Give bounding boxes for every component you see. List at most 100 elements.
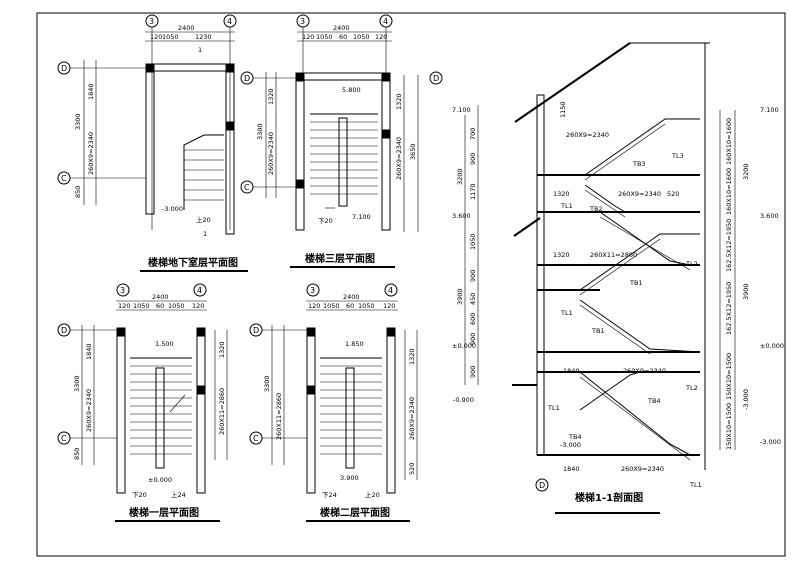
svg-text:C: C bbox=[244, 183, 250, 192]
svg-text:1320: 1320 bbox=[267, 88, 275, 105]
label-tb4-lower: TB4 bbox=[568, 433, 582, 441]
svg-text:600: 600 bbox=[469, 313, 477, 325]
sec-level-7100-right: 7.100 bbox=[760, 106, 779, 114]
svg-text:4: 4 bbox=[383, 17, 388, 26]
svg-text:D: D bbox=[244, 74, 250, 83]
svg-text:D: D bbox=[433, 74, 439, 83]
svg-text:700: 700 bbox=[469, 128, 477, 140]
svg-text:900: 900 bbox=[469, 153, 477, 165]
sec-level-3600-left: 3.600 bbox=[452, 212, 471, 220]
svg-text:120: 120 bbox=[302, 33, 314, 41]
svg-text:1840: 1840 bbox=[85, 343, 93, 360]
level-7100: 7.100 bbox=[352, 213, 371, 221]
svg-text:260X9=2340: 260X9=2340 bbox=[618, 190, 661, 198]
dim-1230: 1230 bbox=[195, 33, 212, 41]
label-down24: 下24 bbox=[322, 491, 337, 499]
svg-text:260X11=2860: 260X11=2860 bbox=[275, 393, 283, 440]
axis-label-4: 4 bbox=[227, 17, 232, 26]
svg-text:4: 4 bbox=[197, 286, 202, 295]
svg-text:900: 900 bbox=[469, 333, 477, 345]
title-third: 楼梯三层平面图 bbox=[305, 252, 375, 265]
axis-label-D: D bbox=[61, 64, 67, 73]
label-down20: 下20 bbox=[318, 217, 333, 225]
flight-dim-2860: 260X11=2860 bbox=[590, 251, 637, 259]
sec-level-0000-left: ±0.000 bbox=[452, 342, 476, 350]
first-floor-plan: 3 4 2400 120 1050 60 1050 120 1.500 ±0.0… bbox=[57, 283, 228, 522]
axis-label-3: 3 bbox=[149, 17, 154, 26]
svg-text:260X9=2340: 260X9=2340 bbox=[85, 389, 93, 432]
svg-text:120: 120 bbox=[118, 302, 130, 310]
svg-text:上20: 上20 bbox=[365, 490, 380, 499]
sec-dim-3900: 3900 bbox=[456, 288, 464, 305]
sec-dim-3000: -3.000 bbox=[742, 389, 750, 410]
svg-text:260X9=2340: 260X9=2340 bbox=[623, 367, 666, 375]
label-tl3: TL3 bbox=[671, 152, 684, 160]
svg-text:1320: 1320 bbox=[218, 341, 226, 358]
svg-text:C: C bbox=[253, 434, 259, 443]
svg-text:3: 3 bbox=[120, 286, 125, 295]
dim-520: 520 bbox=[408, 463, 416, 475]
svg-text:3: 3 bbox=[300, 17, 305, 26]
svg-text:1320: 1320 bbox=[553, 190, 570, 198]
svg-text:D: D bbox=[61, 326, 67, 335]
svg-text:260X9=2340: 260X9=2340 bbox=[395, 137, 403, 180]
dim-3300: 3300 bbox=[74, 113, 82, 130]
sec-dim-3200: 3200 bbox=[456, 168, 464, 185]
svg-text:850: 850 bbox=[73, 448, 81, 460]
riser-1950-b: 162.5X12=1950 bbox=[725, 282, 733, 335]
svg-text:1050: 1050 bbox=[469, 233, 477, 250]
svg-text:1050: 1050 bbox=[133, 302, 150, 310]
riser-1600-b: 160X10=1600 bbox=[725, 168, 733, 215]
svg-text:1840: 1840 bbox=[563, 465, 580, 473]
label-tb2: TB2 bbox=[589, 205, 603, 213]
svg-text:260X9=2340: 260X9=2340 bbox=[621, 465, 664, 473]
third-floor-plan: 3 4 2400 120 1050 60 1050 120 5.800 bbox=[240, 14, 443, 268]
sec-level-7100-left: 7.100 bbox=[452, 106, 471, 114]
title-section: 楼梯1-1剖面图 bbox=[575, 491, 643, 504]
svg-text:900: 900 bbox=[469, 270, 477, 282]
label-tl1-upper: TL1 bbox=[560, 202, 573, 210]
svg-text:1050: 1050 bbox=[358, 302, 375, 310]
section-mark-top: 1 bbox=[198, 46, 202, 54]
section-mark-bottom: 1 bbox=[203, 230, 207, 238]
second-floor-plan: 3 4 2400 120 1050 60 1050 120 1.850 3.90… bbox=[249, 283, 418, 522]
axis-label-C: C bbox=[61, 174, 67, 183]
svg-text:3900: 3900 bbox=[742, 283, 750, 300]
svg-text:1840: 1840 bbox=[563, 367, 580, 375]
svg-text:120: 120 bbox=[375, 33, 387, 41]
svg-text:3300: 3300 bbox=[263, 375, 271, 392]
label-up24: 上24 bbox=[171, 490, 186, 499]
level-5800: 5.800 bbox=[342, 86, 361, 94]
svg-text:900: 900 bbox=[469, 366, 477, 378]
label-up20: 上20 bbox=[196, 215, 211, 224]
svg-text:1150: 1150 bbox=[559, 101, 567, 118]
svg-text:120: 120 bbox=[192, 302, 204, 310]
svg-text:520: 520 bbox=[667, 190, 679, 198]
svg-text:120: 120 bbox=[308, 302, 320, 310]
svg-text:60: 60 bbox=[156, 302, 164, 310]
svg-text:D: D bbox=[539, 481, 545, 490]
svg-text:60: 60 bbox=[339, 33, 347, 41]
label-tl1-bottom: TL1 bbox=[689, 481, 702, 489]
label-tl2-upper: TL2 bbox=[685, 260, 698, 268]
svg-text:2400: 2400 bbox=[343, 293, 360, 301]
riser-1950-a: 162.5X12=1950 bbox=[725, 219, 733, 272]
flight-dim-2340-top: 260X9=2340 bbox=[566, 131, 609, 139]
dim-850: 850 bbox=[74, 186, 82, 198]
dim-2340: 260X9=2340 bbox=[87, 132, 95, 175]
svg-text:-3.000: -3.000 bbox=[560, 441, 581, 449]
svg-text:下20: 下20 bbox=[132, 491, 147, 499]
dim-120: 120 bbox=[150, 33, 162, 41]
svg-text:450: 450 bbox=[469, 293, 477, 305]
sec-level-m3000-right: -3.000 bbox=[760, 438, 781, 446]
dim-3650: 3650 bbox=[409, 143, 417, 160]
level-3900: 3.900 bbox=[340, 474, 359, 482]
svg-text:120: 120 bbox=[383, 302, 395, 310]
svg-text:2400: 2400 bbox=[333, 24, 350, 32]
svg-text:1050: 1050 bbox=[323, 302, 340, 310]
label-tb1-upper: TB1 bbox=[629, 279, 643, 287]
level-basement: -3.000 bbox=[162, 205, 183, 213]
svg-text:260X9=2340: 260X9=2340 bbox=[267, 132, 275, 175]
title-second: 楼梯二层平面图 bbox=[320, 506, 390, 519]
